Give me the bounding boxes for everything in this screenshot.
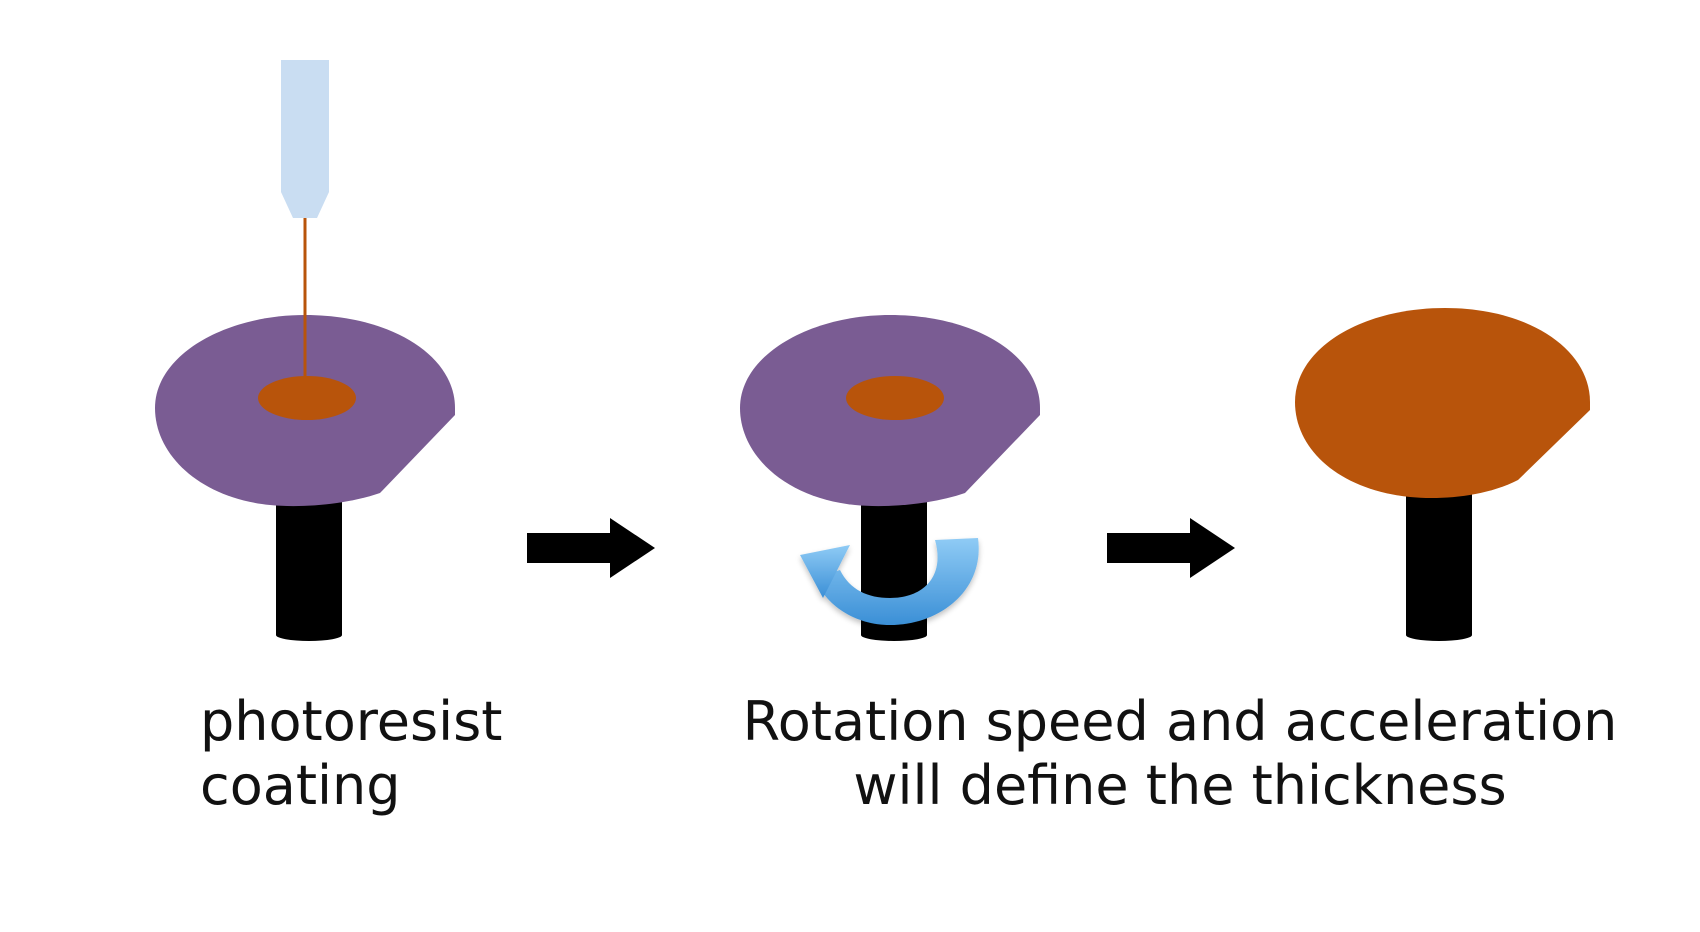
- right-arrow-icon: [527, 518, 655, 578]
- curved-arrow-icon: [800, 538, 979, 625]
- caption-line: Rotation speed and acceleration: [742, 690, 1618, 753]
- photoresist-puddle: [258, 376, 356, 420]
- stage-2-spin: [740, 315, 1040, 641]
- caption-line: coating: [200, 754, 401, 817]
- caption-line: photoresist: [200, 690, 503, 753]
- right-arrow-icon: [1107, 518, 1235, 578]
- nozzle-icon: [281, 60, 329, 218]
- caption-rotation-thickness: Rotation speed and acceleration will def…: [690, 690, 1670, 818]
- stage-3-coated: [1295, 308, 1590, 641]
- caption-photoresist-coating: photoresist coating: [200, 690, 502, 818]
- coated-wafer: [1295, 308, 1590, 499]
- caption-line: will define the thickness: [853, 754, 1507, 817]
- stage-1-dispense: [155, 60, 455, 641]
- photoresist-puddle: [846, 376, 944, 420]
